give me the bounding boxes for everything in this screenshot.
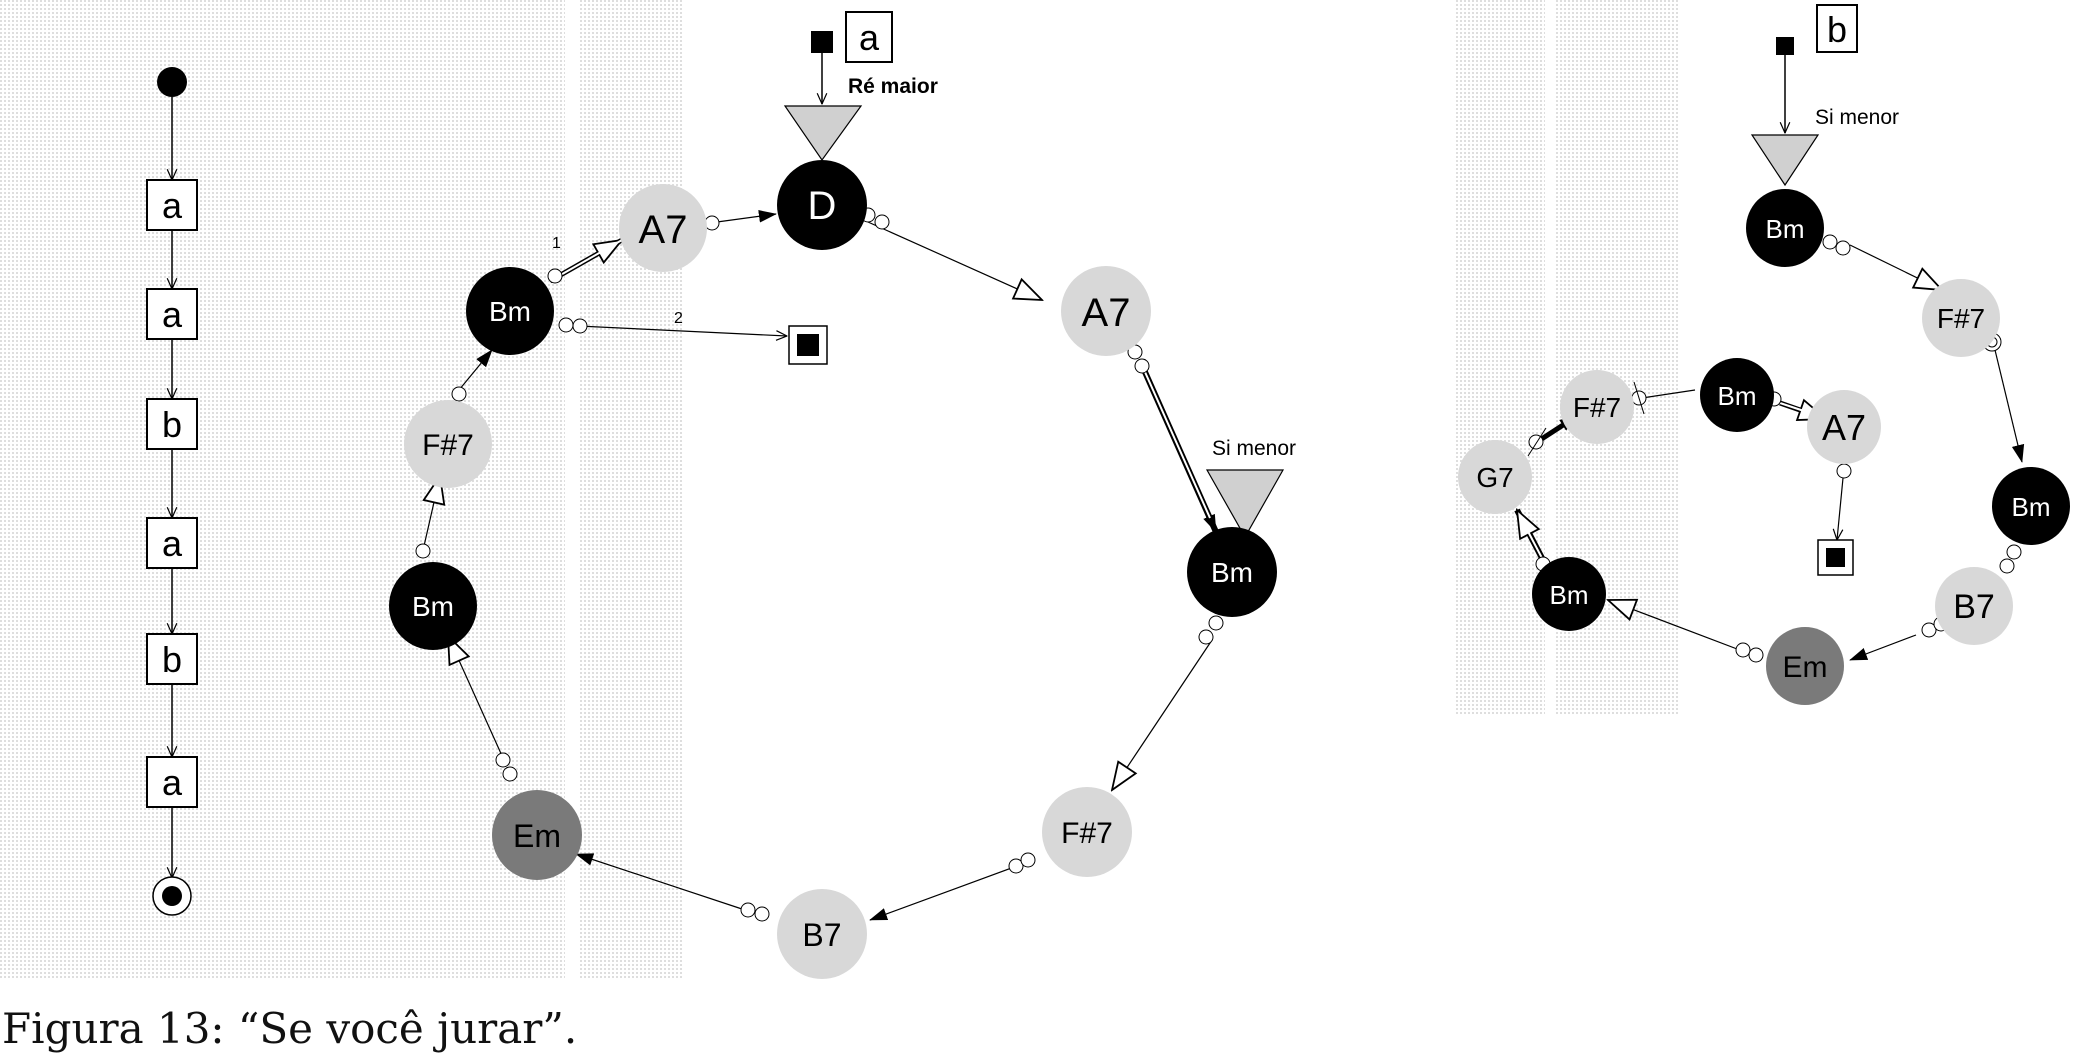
svg-text:Bm: Bm	[1211, 557, 1253, 588]
svg-text:F#7: F#7	[1937, 303, 1985, 334]
chord-node-F#7[interactable]: F#7	[1922, 279, 2000, 357]
chord-node-A7[interactable]: A7	[1807, 390, 1881, 464]
form-sequence: a a b a b a	[146, 67, 198, 916]
chord-node-D[interactable]: D	[777, 160, 867, 250]
svg-text:A7: A7	[1822, 407, 1866, 448]
branch-label: 2	[674, 310, 683, 327]
svg-text:Bm: Bm	[412, 591, 454, 622]
svg-text:B7: B7	[1953, 588, 1995, 626]
svg-text:A7: A7	[639, 208, 688, 252]
form-section-box[interactable]: b	[146, 633, 198, 685]
initial-square	[1776, 37, 1794, 55]
chord-node-Bm[interactable]: Bm	[1187, 527, 1277, 617]
chord-node-B7[interactable]: B7	[777, 889, 867, 979]
svg-text:Bm: Bm	[489, 296, 531, 327]
section-tag-a: a	[845, 11, 893, 63]
chord-node-G7[interactable]: G7	[1458, 440, 1532, 514]
key-label: Ré maior	[848, 75, 938, 98]
form-section-label: b	[162, 639, 182, 680]
key-triangle	[783, 105, 863, 162]
chord-node-A7[interactable]: A7	[1061, 266, 1151, 356]
chord-node-F#7[interactable]: F#7	[1560, 370, 1634, 444]
form-section-label: b	[162, 404, 182, 445]
form-section-box[interactable]: a	[146, 179, 198, 231]
diagram-a: a Ré maior 1 2	[389, 11, 1296, 979]
svg-text:Bm: Bm	[2012, 492, 2051, 522]
final-box	[1817, 539, 1854, 576]
section-tag-b: b	[1816, 4, 1858, 53]
form-section-label: a	[162, 294, 183, 335]
svg-text:b: b	[1827, 9, 1847, 50]
chord-node-Em[interactable]: Em	[492, 790, 582, 880]
chord-node-Em[interactable]: Em	[1766, 627, 1844, 705]
svg-text:F#7: F#7	[1573, 392, 1621, 423]
svg-text:B7: B7	[802, 917, 841, 953]
chord-node-Bm[interactable]: Bm	[1992, 467, 2070, 545]
chord-node-A7[interactable]: A7	[619, 184, 707, 272]
chord-node-Bm[interactable]: Bm	[1700, 358, 1774, 432]
chord-node-F#7[interactable]: F#7	[404, 400, 492, 488]
key-label: Si menor	[1212, 437, 1296, 460]
chord-node-Bm[interactable]: Bm	[389, 562, 477, 650]
branch-label: 1	[552, 235, 561, 252]
form-section-label: a	[162, 762, 183, 803]
end-node	[152, 876, 192, 916]
key-label: Si menor	[1815, 106, 1899, 129]
svg-text:F#7: F#7	[1061, 817, 1113, 850]
diagram-b: b Si menor Bm F#7	[1458, 4, 2070, 705]
chord-node-F#7[interactable]: F#7	[1042, 787, 1132, 877]
final-box	[788, 325, 828, 365]
svg-text:D: D	[808, 184, 837, 228]
form-section-box[interactable]: a	[146, 756, 198, 808]
svg-text:Em: Em	[1783, 651, 1828, 684]
svg-text:Em: Em	[513, 818, 561, 854]
form-section-label: a	[162, 185, 183, 226]
svg-text:G7: G7	[1476, 462, 1513, 493]
chord-node-B7[interactable]: B7	[1935, 567, 2013, 645]
start-node	[157, 67, 187, 97]
svg-text:Bm: Bm	[1550, 580, 1589, 610]
form-section-box[interactable]: b	[146, 398, 198, 450]
svg-text:A7: A7	[1082, 291, 1131, 335]
form-section-box[interactable]: a	[146, 288, 198, 340]
svg-text:Bm: Bm	[1718, 381, 1757, 411]
key-triangle	[1750, 134, 1820, 187]
svg-text:F#7: F#7	[422, 429, 474, 462]
form-section-box[interactable]: a	[146, 517, 198, 569]
svg-text:a: a	[859, 17, 880, 58]
initial-square	[811, 31, 833, 53]
chord-node-Bm[interactable]: Bm	[1532, 557, 1606, 631]
form-section-label: a	[162, 523, 183, 564]
figure-caption: Figura 13: “Se você jurar”.	[2, 1004, 578, 1053]
chord-node-Bm[interactable]: Bm	[1746, 189, 1824, 267]
chord-node-Bm[interactable]: Bm	[466, 267, 554, 355]
key-triangle	[1205, 469, 1285, 539]
svg-text:Bm: Bm	[1766, 214, 1805, 244]
